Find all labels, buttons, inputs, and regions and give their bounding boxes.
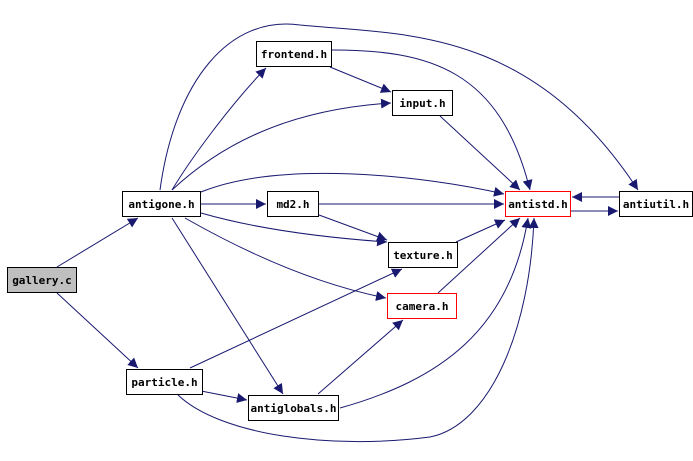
node-particle-h[interactable]: particle.h — [126, 369, 203, 395]
node-box-input-h — [392, 90, 453, 116]
edge-camera-h-to-antistd-h — [437, 217, 521, 294]
edge-frontend-h-to-input-h — [329, 66, 392, 93]
node-label-md2-h: md2.h — [276, 198, 309, 211]
edge-antiglobals-h-to-antistd-h — [339, 217, 532, 409]
node-label-antistd-h: antistd.h — [508, 198, 568, 211]
node-label-texture-h: texture.h — [393, 249, 453, 262]
node-antiutil-h[interactable]: antiutil.h — [619, 191, 693, 217]
node-box-antiglobals-h — [248, 395, 339, 421]
edge-gallery-c-to-antigone-h — [56, 217, 139, 268]
node-box-antistd-h — [505, 191, 571, 217]
edge-antigone-h-to-antistd-h — [200, 172, 505, 197]
edge-gallery-c-to-particle-h — [56, 292, 139, 369]
edge-antigone-h-to-antiutil-h — [159, 23, 639, 191]
node-label-input-h: input.h — [399, 97, 445, 110]
edges-layer — [56, 23, 639, 443]
edge-particle-h-to-antiglobals-h — [195, 389, 248, 403]
node-texture-h[interactable]: texture.h — [388, 242, 458, 268]
edge-antigone-h-to-texture-h — [200, 212, 388, 247]
node-label-antigone-h: antigone.h — [128, 198, 194, 211]
edge-antiglobals-h-to-camera-h — [317, 319, 404, 395]
node-antigone-h[interactable]: antigone.h — [122, 191, 201, 217]
edge-antigone-h-to-input-h — [171, 98, 392, 191]
node-input-h[interactable]: input.h — [392, 90, 453, 116]
edge-antigone-h-to-frontend-h — [171, 67, 267, 191]
node-box-md2-h — [267, 191, 319, 217]
node-gallery-c: gallery.c — [7, 267, 77, 293]
node-camera-h[interactable]: camera.h — [387, 293, 457, 319]
node-label-antiutil-h: antiutil.h — [623, 198, 689, 211]
node-frontend-h[interactable]: frontend.h — [256, 41, 332, 67]
node-label-particle-h: particle.h — [131, 376, 197, 389]
node-antiglobals-h[interactable]: antiglobals.h — [248, 395, 339, 421]
edge-frontend-h-to-antistd-h — [331, 49, 533, 191]
node-box-particle-h — [126, 369, 203, 395]
edge-particle-h-to-texture-h — [189, 268, 403, 369]
node-md2-h[interactable]: md2.h — [267, 191, 319, 217]
edge-particle-h-to-antistd-h — [177, 217, 539, 443]
node-box-antigone-h — [122, 191, 201, 217]
node-box-texture-h — [388, 242, 458, 268]
node-box-antiutil-h — [619, 191, 693, 217]
edge-texture-h-to-antistd-h — [455, 219, 506, 243]
node-box-frontend-h — [256, 41, 332, 67]
node-label-gallery-c: gallery.c — [12, 274, 72, 287]
edge-antigone-h-to-antiglobals-h — [171, 217, 284, 395]
node-label-frontend-h: frontend.h — [261, 48, 327, 61]
node-box-gallery-c — [7, 267, 77, 293]
nodes-layer: gallery.c antigone.h particle.h frontend.h i… — [7, 41, 693, 421]
node-label-antiglobals-h: antiglobals.h — [250, 402, 336, 415]
node-antistd-h[interactable]: antistd.h — [505, 191, 571, 217]
node-box-camera-h — [387, 293, 457, 319]
edge-input-h-to-antistd-h — [439, 115, 521, 191]
edge-md2-h-to-texture-h — [318, 214, 388, 242]
edge-antigone-h-to-camera-h — [184, 217, 387, 301]
node-label-camera-h: camera.h — [396, 300, 449, 313]
